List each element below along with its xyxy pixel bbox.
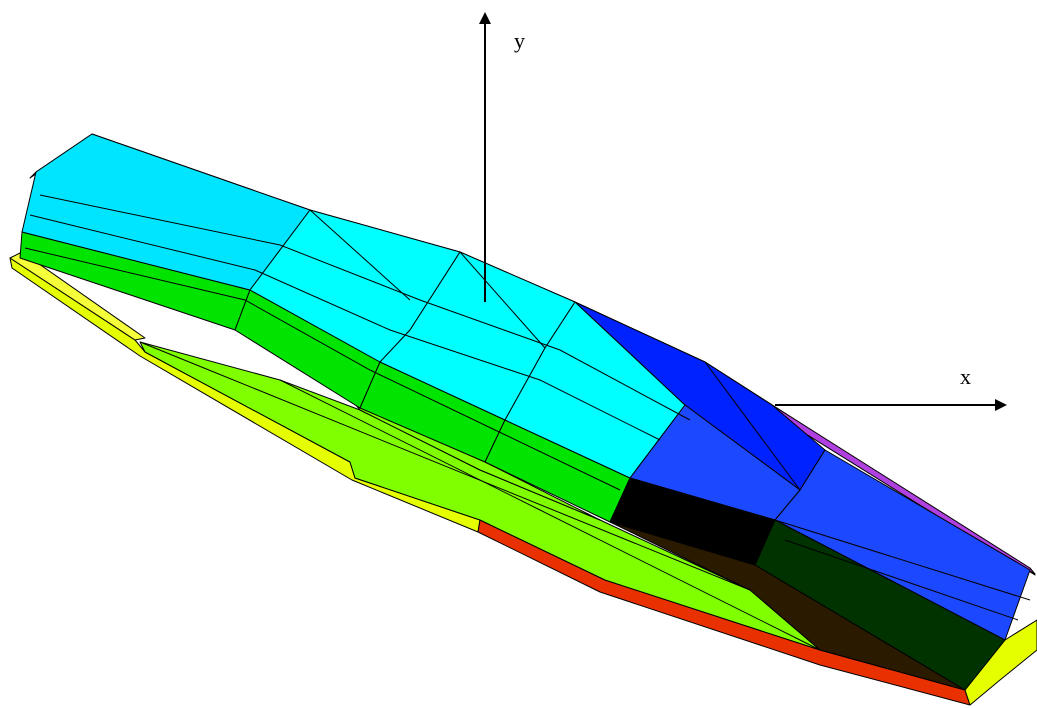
dark-brown-face xyxy=(609,521,966,691)
mesh-line-9 xyxy=(774,519,1031,601)
surface-faces xyxy=(9,133,1037,706)
mesh-line-4 xyxy=(309,209,411,301)
mesh-line-6 xyxy=(704,361,801,491)
mesh-line-1 xyxy=(39,194,691,421)
mesh-line-8 xyxy=(279,379,821,651)
mesh-line-2 xyxy=(29,214,661,441)
mesh-line-3 xyxy=(24,247,621,491)
mesh-line-5 xyxy=(459,251,546,349)
y-axis-label: y xyxy=(514,28,525,53)
x-axis-label: x xyxy=(960,364,971,389)
yellow-rim-left-top-face xyxy=(9,251,146,341)
mesh-line-10 xyxy=(784,539,1019,621)
mesh-line-7 xyxy=(139,341,751,591)
